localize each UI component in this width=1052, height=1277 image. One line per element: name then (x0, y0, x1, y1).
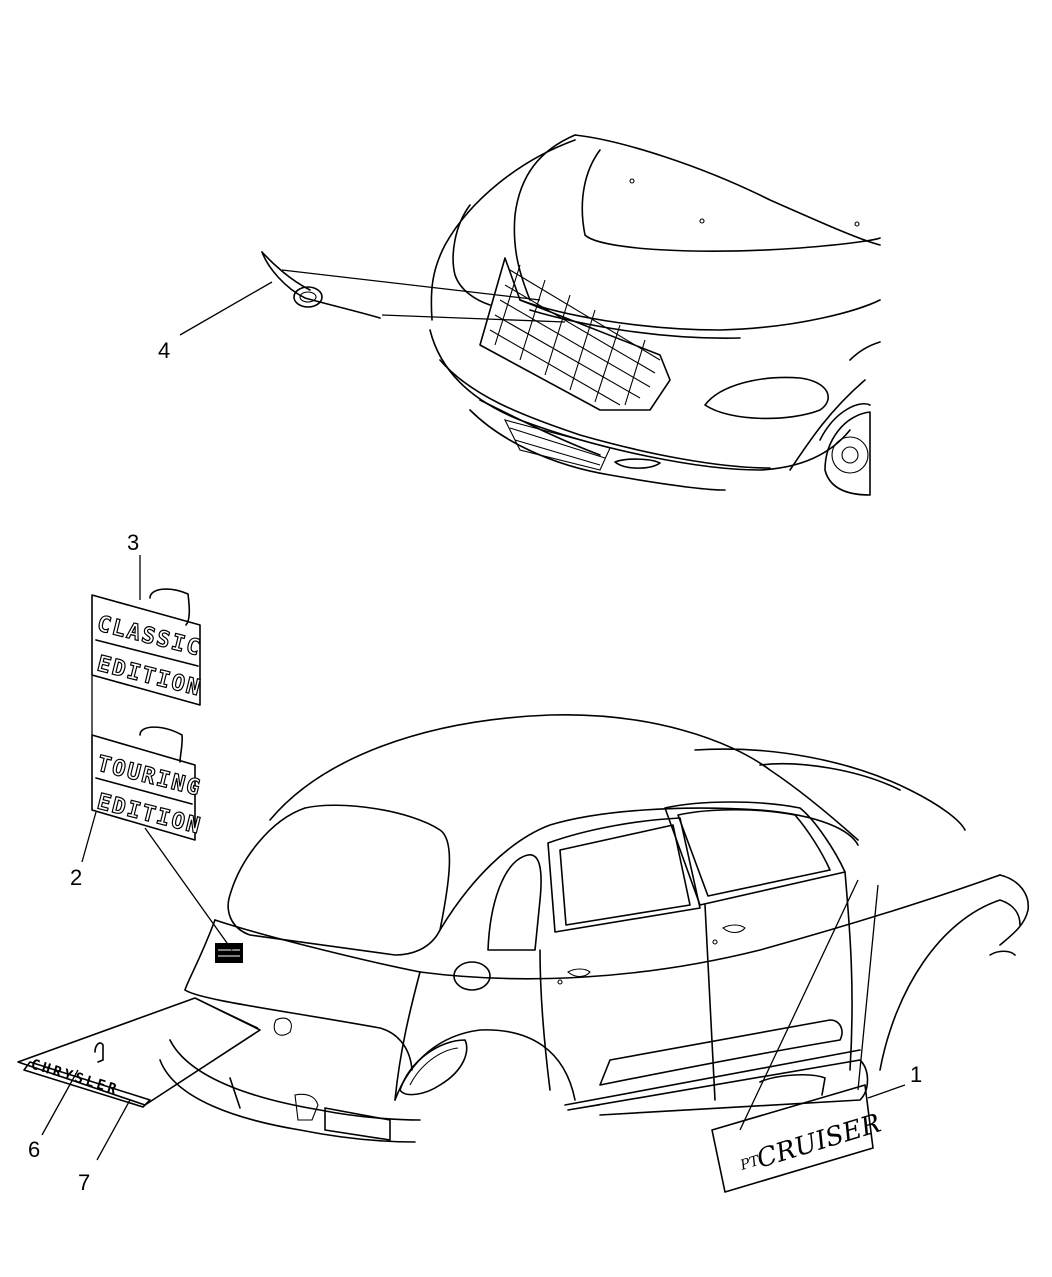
nameplate-prefix: PT (738, 1153, 763, 1175)
callout-7: 7 (78, 1170, 90, 1195)
chrysler-nameplate-text: CHRYSLER (29, 1057, 121, 1099)
chrysler-wing-emblem (261, 251, 381, 319)
chrysler-nameplate: CHRYSLER (17, 997, 261, 1108)
liftgate-badge (215, 943, 243, 963)
grille-slats (489, 264, 661, 406)
emblem-leader-lines (179, 269, 566, 336)
pt-cruiser-nameplate: CRUISER PT (711, 1074, 884, 1193)
front-end-view (429, 134, 881, 496)
callout-2: 2 (70, 865, 82, 890)
callout-3: 3 (127, 530, 139, 555)
callout-6: 6 (28, 1137, 40, 1162)
touring-edition-badge: TOURING EDITION (91, 726, 205, 841)
callout-4: 4 (158, 338, 170, 363)
rear-body-view (159, 713, 1029, 1143)
callout-1: 1 (910, 1062, 922, 1087)
classic-edition-badge: CLASSIC EDITION (91, 588, 205, 706)
classic-badge-line2: EDITION (95, 652, 205, 702)
